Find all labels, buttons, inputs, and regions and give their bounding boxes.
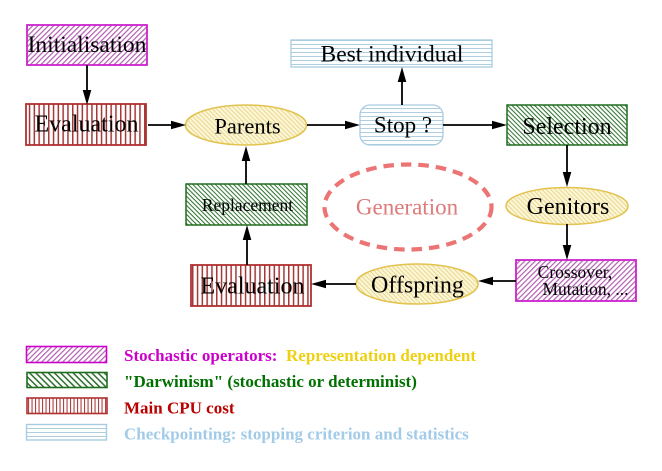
svg-text:Crossover,: Crossover, (538, 262, 613, 282)
svg-text:Selection: Selection (522, 114, 611, 140)
svg-text:Parents: Parents (214, 114, 280, 139)
svg-text:Evaluation: Evaluation (201, 274, 305, 300)
svg-text:Evaluation: Evaluation (35, 112, 139, 138)
svg-text:Initialisation: Initialisation (28, 32, 147, 58)
svg-text:Mutation, ...: Mutation, ... (542, 279, 628, 299)
svg-text:Stochastic operators:: Stochastic operators: (124, 346, 277, 365)
svg-text:Replacement: Replacement (202, 195, 293, 215)
svg-text:"Darwinism" (stochastic or det: "Darwinism" (stochastic or determinist) (124, 372, 417, 391)
svg-text:Main CPU cost: Main CPU cost (124, 399, 235, 418)
svg-text:Checkpointing: stopping criter: Checkpointing: stopping criterion and st… (124, 425, 469, 444)
svg-text:Genitors: Genitors (527, 194, 610, 220)
svg-text:Stop ?: Stop ? (374, 113, 432, 138)
svg-text:Best individual: Best individual (321, 42, 464, 68)
svg-text:Generation: Generation (356, 195, 459, 220)
svg-text:Representation dependent: Representation dependent (286, 346, 476, 365)
svg-text:Offspring: Offspring (371, 273, 464, 299)
